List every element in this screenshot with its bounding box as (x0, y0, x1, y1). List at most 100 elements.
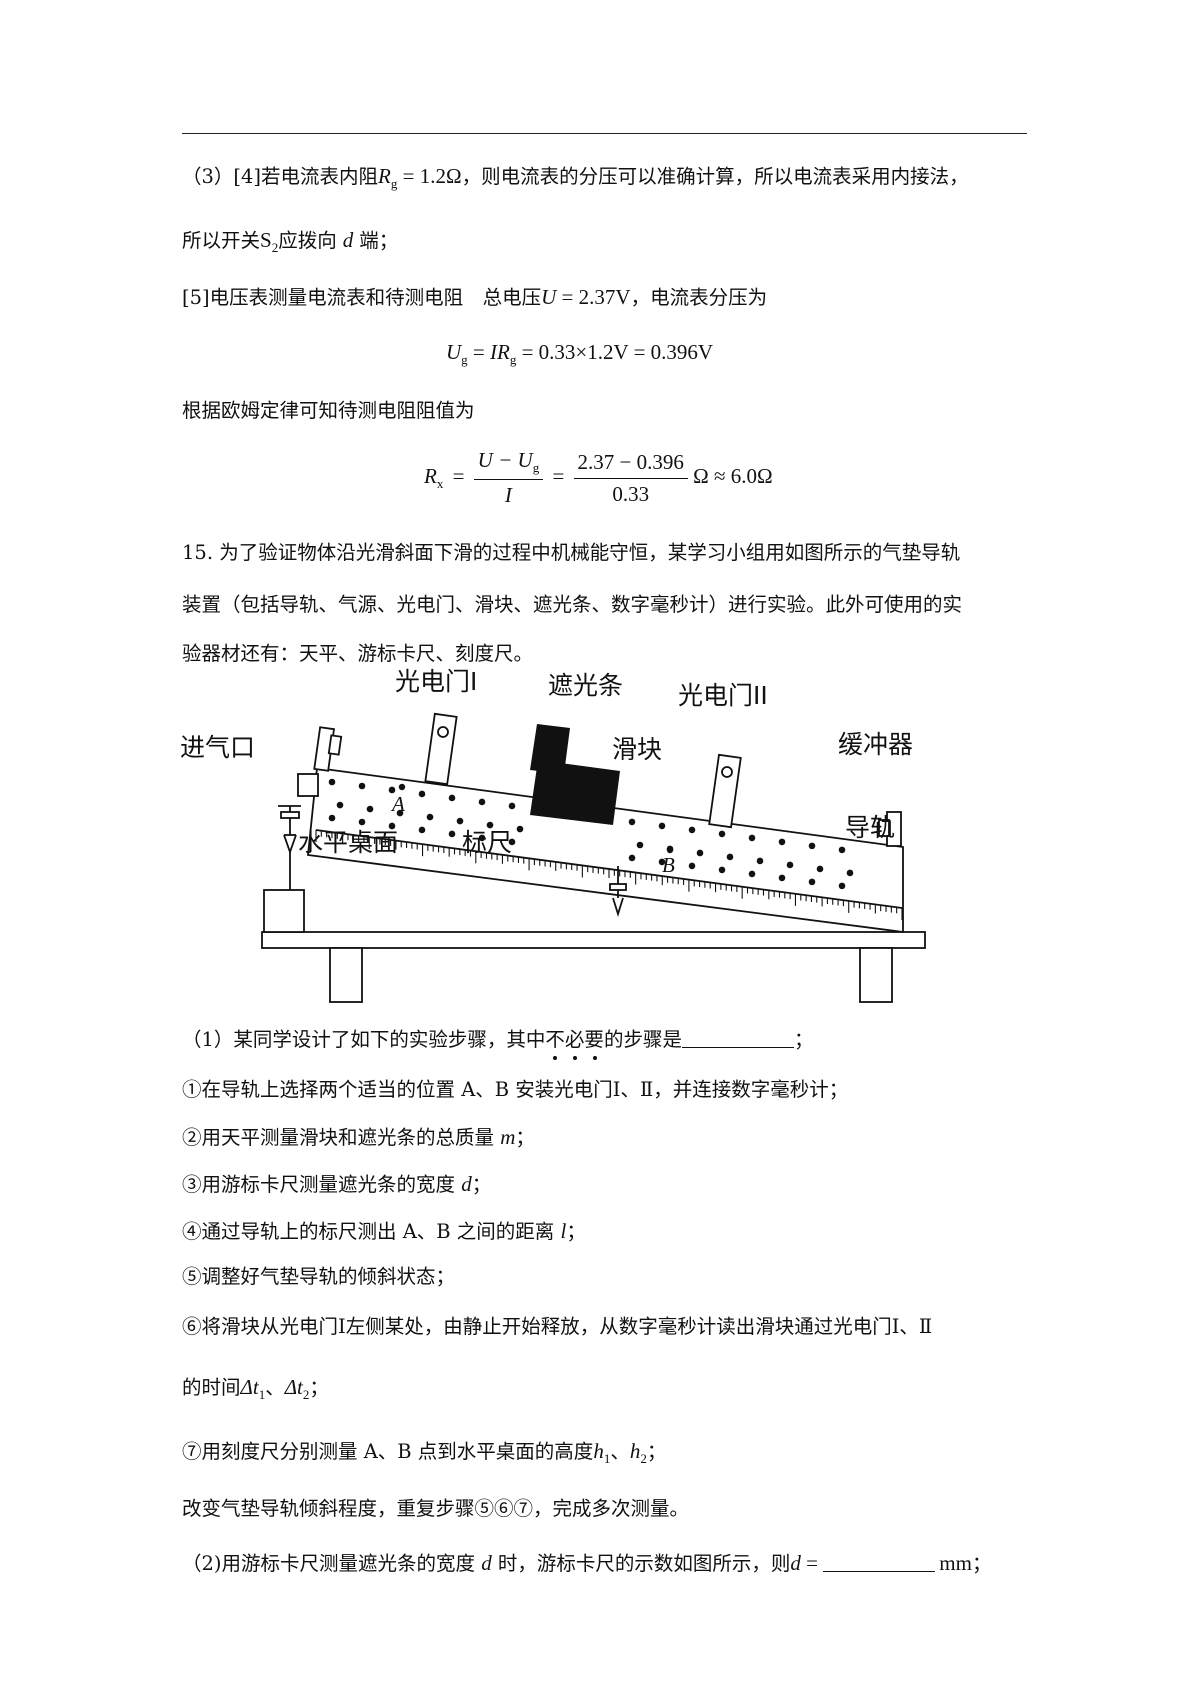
numerator: 2.37 − 0.396 (573, 450, 688, 479)
step-5: ⑤调整好气垫导轨的倾斜状态； (182, 1265, 456, 1288)
text: 所以开关 (182, 229, 261, 252)
var-h2: h (629, 1439, 641, 1463)
text: （1）某同学设计了如下的实验步骤，其中 (182, 1028, 546, 1051)
air-hole-dot (726, 853, 734, 861)
air-hole-dot (628, 818, 636, 826)
step-3: ③用游标卡尺测量遮光条的宽度 d； (182, 1171, 491, 1198)
text: ； (566, 1220, 586, 1243)
air-hole-dot (756, 857, 764, 865)
q15-intro-3: 验器材还有：天平、游标卡尺、刻度尺。 (182, 642, 534, 665)
rg-symbol: R (378, 164, 391, 188)
q15-part1: （1）某同学设计了如下的实验步骤，其中不必要的步骤是 ； (182, 1027, 814, 1060)
answer-blank[interactable] (681, 1027, 794, 1048)
air-hole-dot (328, 778, 336, 786)
air-track-figure: 光电门I 遮光条 光电门II 滑块 进气口 缓冲器 导轨 水平桌面 标尺 A B (180, 667, 940, 1010)
air-hole-dot (816, 865, 824, 873)
emphasis-label: 不必要 (545, 1028, 604, 1051)
text: 、 (265, 1376, 285, 1399)
u-value: = 2.37V (556, 285, 631, 309)
step-7: ⑦用刻度尺分别测量 A、B 点到水平桌面的高度h1、h2； (182, 1438, 666, 1472)
var-d: d (481, 1551, 492, 1575)
numerator: U − Ug (473, 448, 544, 480)
step-4: ④通过导轨上的标尺测出 A、B 之间的距离 l； (182, 1218, 586, 1245)
u-symbol: U (541, 285, 557, 309)
text: ； (471, 1173, 492, 1196)
air-hole-dot (748, 834, 756, 842)
air-hole-dot (508, 802, 516, 810)
text: ； (793, 1028, 814, 1051)
q15-intro-1: 15. 为了验证物体沿光滑斜面下滑的过程中机械能守恒，某学习小组用如图所示的气垫… (182, 541, 961, 564)
eq-symbol: IR (490, 340, 510, 364)
s2-symbol: S (260, 228, 272, 252)
label-point-a: A (392, 792, 405, 816)
answer-blank-d[interactable] (823, 1551, 936, 1572)
air-hole-dot (748, 870, 756, 878)
air-hole-dot (328, 814, 336, 822)
emphasis-dot (593, 1056, 598, 1060)
air-hole-dot (396, 809, 404, 817)
q15-intro-2: 装置（包括导轨、气源、光电门、滑块、遮光条、数字毫秒计）进行实验。此外可使用的实 (182, 593, 963, 616)
air-hole-dot (336, 801, 344, 809)
eq-equals: = (552, 463, 565, 488)
label-shade-strip: 遮光条 (548, 671, 624, 700)
text: 应拨向 (278, 229, 337, 252)
text: ； (646, 1440, 667, 1463)
rg-value: = 1.2Ω (397, 164, 462, 188)
air-hole-dot (478, 834, 486, 842)
text: ，电流表分压为 (630, 286, 768, 309)
var-d: d (790, 1551, 801, 1575)
air-hole-dot (456, 817, 464, 825)
text: = (800, 1551, 824, 1575)
var-h1: h (593, 1439, 604, 1463)
air-hole-dot (358, 818, 366, 826)
air-hole-dot (838, 846, 846, 854)
air-hole-dot (388, 786, 396, 794)
air-hole-dot (486, 821, 494, 829)
eq-text: = 0.33×1.2V = 0.396V (516, 340, 714, 364)
text: ⑦用刻度尺分别测量 A、B 点到水平桌面的高度 (182, 1440, 594, 1463)
sec3-line3: [5]电压表测量电流表和待测电阻 总电压U = 2.37V，电流表分压为 (182, 284, 767, 311)
air-hole-dot (366, 805, 374, 813)
fraction-symbolic: U − Ug I (473, 448, 544, 508)
eq-symbol: U (446, 340, 462, 364)
step-2: ②用天平测量滑块和遮光条的总质量 m； (182, 1124, 535, 1151)
air-hole-dot (516, 825, 524, 833)
air-hole-dot (808, 878, 816, 886)
repeat-note: 改变气垫导轨倾斜程度，重复步骤⑤⑥⑦，完成多次测量。 (182, 1497, 690, 1520)
text: ，则电流表的分压可以准确计算，所以电流表采用内接法， (461, 165, 969, 188)
air-hole-dot (388, 822, 396, 830)
label-buffer: 缓冲器 (838, 730, 914, 759)
air-hole-dot (846, 869, 854, 877)
text: 的步骤是 (603, 1028, 682, 1051)
label-gate-1: 光电门I (395, 667, 478, 696)
text: 、 (610, 1440, 630, 1463)
eq-sub: g (461, 352, 468, 367)
eq-equals: = (452, 463, 465, 488)
var-dt2: Δt (284, 1375, 303, 1399)
var-sub: 2 (640, 1451, 647, 1466)
emphasis-dot (573, 1056, 578, 1060)
var-m: m (500, 1125, 516, 1149)
label-point-b: B (662, 853, 675, 877)
air-hole-dot (718, 830, 726, 838)
unit: mm (939, 1551, 972, 1575)
air-hole-dot (508, 838, 516, 846)
eq-text: = (467, 340, 491, 364)
eq-sub: g (532, 460, 540, 475)
eq-text: U − U (477, 448, 533, 472)
label-air-inlet: 进气口 (180, 733, 256, 762)
var-l: l (560, 1219, 567, 1243)
air-hole-dot (478, 798, 486, 806)
text: ； (309, 1376, 329, 1399)
rg-sub: g (390, 176, 398, 191)
var-sub: 1 (258, 1387, 266, 1402)
sec3-line4: 根据欧姆定律可知待测电阻阻值为 (182, 399, 475, 422)
text: [5]电压表测量电流表和待测电阻 总电压 (182, 286, 542, 309)
eq-sub: g (509, 352, 517, 367)
equation-rx: Rx = U − Ug I = 2.37 − 0.396 0.33 Ω ≈ 6.… (424, 448, 773, 508)
text: 的时间 (182, 1376, 241, 1399)
denominator: I (504, 483, 512, 507)
step-6-line2: 的时间Δt1、Δt2； (182, 1374, 329, 1408)
air-hole-dot (658, 822, 666, 830)
